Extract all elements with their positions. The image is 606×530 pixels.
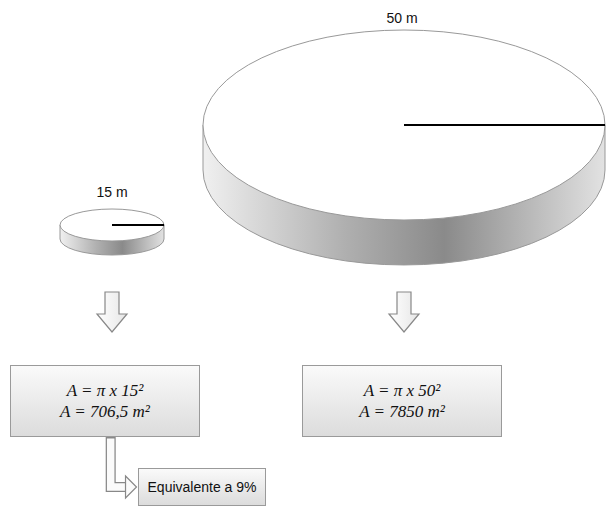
area-formula: A = π x 15²	[67, 380, 144, 401]
area-formula: A = 7850 m²	[359, 401, 445, 422]
elbow-arrow	[111, 437, 137, 498]
arrow-body	[111, 439, 127, 488]
area-formula: A = 706,5 m²	[60, 401, 150, 422]
result-text: Equivalente a 9%	[148, 479, 257, 495]
radius-dimension: 15 m	[96, 184, 127, 200]
area-formula: A = π x 50²	[364, 380, 441, 401]
large-disc	[203, 30, 605, 265]
small-disc	[60, 209, 164, 255]
down-arrow	[97, 292, 127, 332]
arrow-head	[126, 476, 137, 498]
down-arrow	[389, 292, 419, 332]
radius-dimension: 50 m	[386, 10, 417, 26]
formula-box: A = π x 50²A = 7850 m²	[302, 365, 502, 437]
result-box: Equivalente a 9%	[138, 468, 267, 506]
formula-box: A = π x 15²A = 706,5 m²	[10, 365, 200, 437]
arrow-outline	[111, 437, 126, 487]
